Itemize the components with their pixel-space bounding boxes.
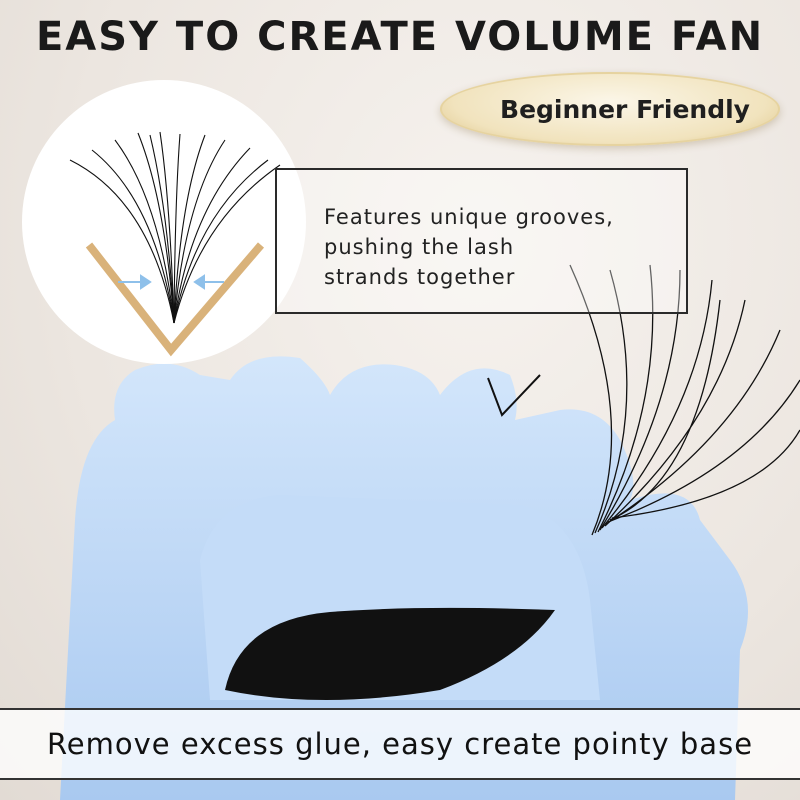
beginner-friendly-badge: Beginner Friendly	[440, 72, 780, 146]
headline: EASY TO CREATE VOLUME FAN	[35, 14, 765, 60]
arrow-left-icon	[193, 274, 224, 290]
feature-line-1: Features unique grooves,	[324, 205, 614, 229]
lash-diagram-circle	[22, 80, 306, 364]
footer-text: Remove excess glue, easy create pointy b…	[46, 727, 754, 761]
groove-marker-icon	[487, 374, 541, 417]
badge-label: Beginner Friendly	[500, 94, 750, 124]
lash-fan-diagram	[69, 131, 281, 357]
feature-line-3: strands together	[324, 265, 516, 289]
v-groove-icon	[85, 242, 265, 357]
footer-banner: Remove excess glue, easy create pointy b…	[0, 708, 800, 780]
glue-well	[225, 607, 555, 700]
lash-fan-right	[569, 264, 800, 536]
arrow-right-icon	[118, 274, 152, 290]
feature-line-2: pushing the lash	[324, 235, 515, 259]
feature-callout: Features unique grooves, pushing the las…	[275, 168, 688, 314]
